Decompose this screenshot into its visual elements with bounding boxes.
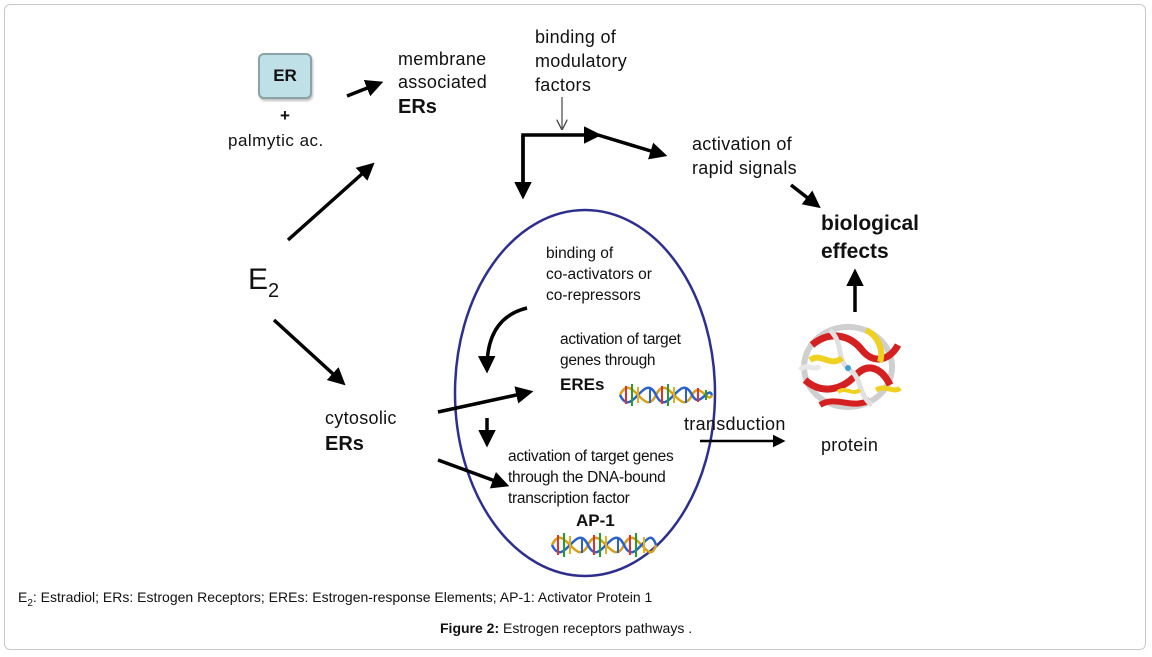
e2-sub: 2 [268, 280, 280, 302]
caption-text: : Estradiol; ERs: Estrogen Receptors; ER… [32, 589, 653, 605]
figure-title: Estrogen receptors pathways . [499, 620, 693, 636]
er-box-label: ER [273, 66, 297, 85]
e2-label: E2 [248, 263, 279, 303]
target-eres-line2: genes through [560, 352, 656, 369]
cytosolic-line1: cytosolic [325, 408, 397, 428]
modulatory-line1: binding of [535, 27, 617, 47]
target-eres-line3: EREs [560, 375, 605, 394]
caption-e-sub: 2 [27, 597, 33, 609]
figure-caption: Figure 2: Estrogen receptors pathways . [440, 620, 692, 636]
plus-sign: + [280, 106, 290, 125]
arrow-cytosolic-to-dna [437, 458, 510, 489]
dna-helix-ap1-icon [550, 533, 658, 557]
cytosolic-line2: ERs [325, 433, 364, 455]
target-dna-line1: activation of target genes [508, 448, 674, 465]
arrow-branch-rapid [597, 133, 668, 160]
abbreviations-caption: E2: Estradiol; ERs: Estrogen Receptors; … [18, 589, 652, 609]
modulatory-line3: factors [535, 75, 592, 95]
rapid-line2: rapid signals [692, 158, 797, 178]
coactivators-line2: co-activators or [546, 266, 652, 283]
caption-e: E [18, 589, 28, 605]
arrow-er-to-membrane [346, 79, 384, 98]
transduction-label: transduction [684, 414, 786, 434]
biological-line1: biological [821, 212, 920, 235]
figure-label: Figure 2: [440, 620, 500, 636]
coactivators-line1: binding of [546, 245, 614, 262]
modulatory-line2: modulatory [535, 51, 628, 71]
figure-frame [4, 4, 1146, 650]
membrane-line3: ERs [398, 96, 437, 118]
arrow-e2-to-cytosolic [272, 318, 346, 386]
nucleus-ellipse [453, 208, 717, 578]
protein-label: protein [821, 435, 879, 455]
arrow-e2-to-membrane [286, 162, 375, 242]
arrow-branch-nucleus [521, 126, 602, 196]
membrane-line2: associated [398, 72, 488, 92]
palmytic-label: palmytic ac. [228, 131, 324, 150]
er-receptor-box: ER [258, 53, 312, 99]
protein-structure-icon [798, 324, 902, 410]
coactivators-line3: co-repressors [546, 287, 641, 304]
rapid-line1: activation of [692, 134, 792, 154]
e2-base: E [248, 263, 269, 296]
target-dna-line4: AP-1 [576, 511, 615, 530]
dna-helix-eres-icon [618, 384, 714, 406]
arrow-rapid-to-effects [789, 183, 821, 209]
arrow-cytosolic-to-eres [437, 386, 534, 414]
arrow-coactivators-curve [477, 306, 528, 374]
target-dna-line2: through the DNA-bound [508, 469, 666, 486]
biological-line2: effects [821, 240, 889, 263]
target-dna-line3: transcription factor [508, 490, 630, 507]
membrane-line1: membrane [398, 49, 487, 69]
target-eres-line1: activation of target [560, 331, 681, 348]
